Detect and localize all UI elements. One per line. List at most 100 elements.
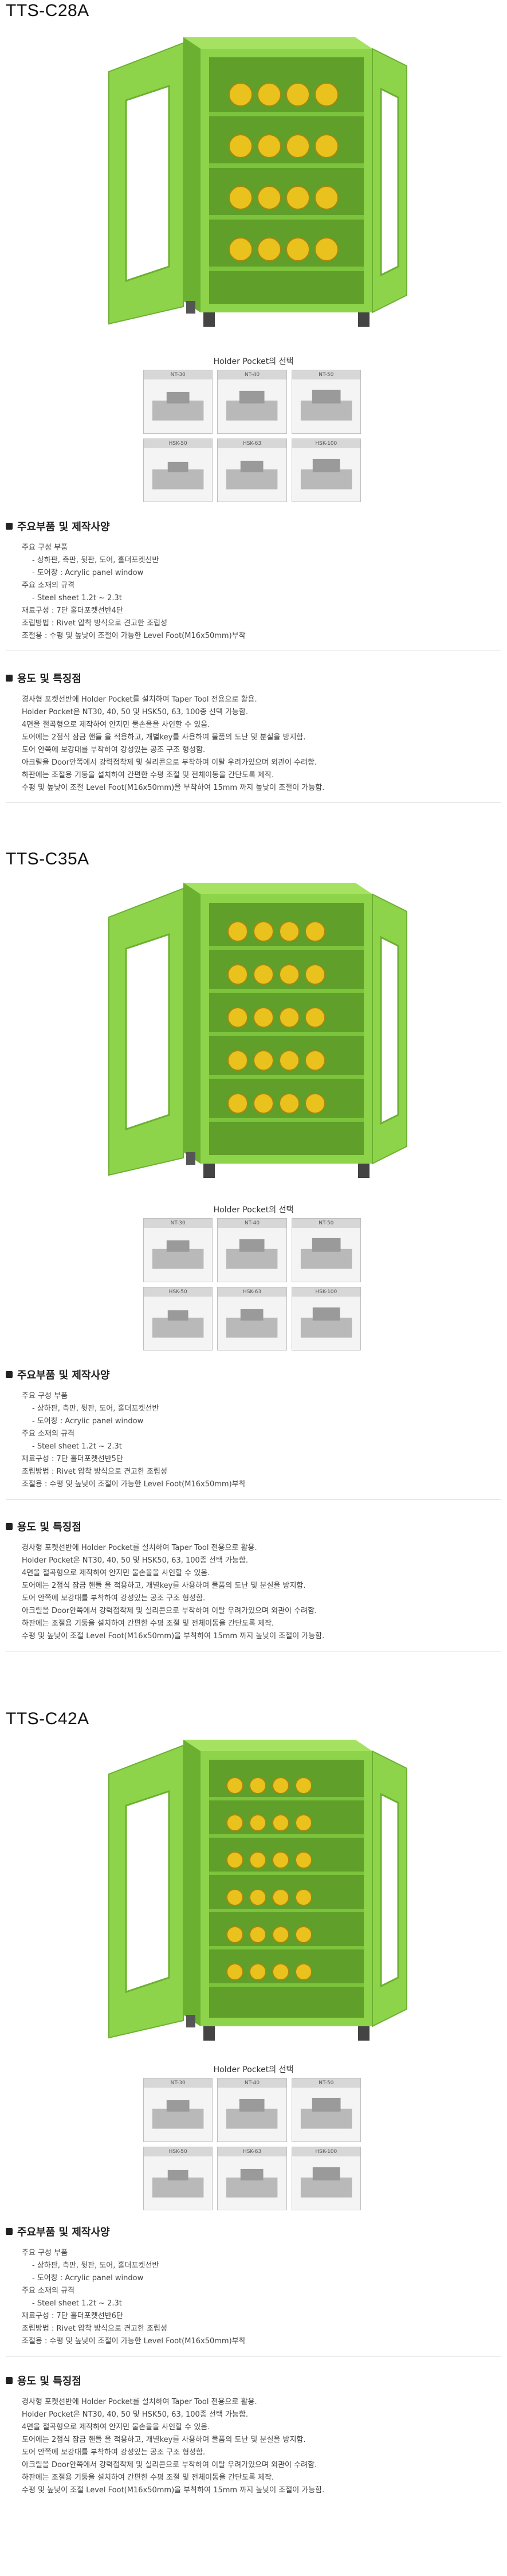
feature-line: Holder Pocket은 NT30, 40, 50 및 HSK50, 63,… [22, 708, 248, 717]
spec-line: 조절용 : 수평 및 높낮이 조절이 가능한 Level Foot(M16x50… [22, 2337, 246, 2346]
section-title: 주요부품 및 제작사양 [17, 2226, 110, 2238]
cabinet-image [108, 883, 407, 1178]
holder-option: HSK-50 [143, 1286, 213, 1350]
tool-holders [226, 1777, 312, 1980]
spec-line: - Steel sheet 1.2t ~ 2.3t [32, 1442, 122, 1451]
feature-line: 4면을 절곡형으로 제작하여 안지민 물손율을 사인할 수 있음. [22, 1569, 210, 1577]
feature-line: 경사형 포켓선반에 Holder Pocket를 설치하여 Taper Tool… [22, 695, 257, 704]
tool-holders [229, 83, 339, 261]
spec-line: - 도어창 : Acrylic panel window [32, 1417, 144, 1426]
feature-line: Holder Pocket은 NT30, 40, 50 및 HSK50, 63,… [22, 1556, 248, 1565]
spec-line: 주요 구성 부품 [22, 543, 68, 552]
section-title: 주요부품 및 제작사양 [17, 1369, 110, 1381]
section-title: 용도 및 특징점 [17, 1521, 81, 1533]
feature-line: 수평 및 높낮이 조절 Level Foot(M16x50mm)을 부착하여 1… [22, 784, 325, 792]
feature-line: 경사형 포켓선반에 Holder Pocket를 설치하여 Taper Tool… [22, 1544, 257, 1552]
holder-option: HSK-50 [143, 438, 213, 502]
spec-line: - Steel sheet 1.2t ~ 2.3t [32, 594, 122, 602]
holder-option: HSK-100 [291, 2146, 361, 2210]
feature-line: 수평 및 높낮이 조절 Level Foot(M16x50mm)을 부착하여 1… [22, 1632, 325, 1641]
spec-line: - 도어창 : Acrylic panel window [32, 2274, 144, 2283]
holder-option: NT-30 [143, 1218, 213, 1282]
model-title: TTS-C35A [6, 849, 89, 868]
spec-line: 조립방법 : Rivet 압착 방식으로 견고한 조립성 [22, 1467, 167, 1476]
holder-shelves [209, 1797, 364, 1987]
specs-section: 주요부품 및 제작사양 주요 구성 부품 - 상하판, 측판, 뒷판, 도어, … [6, 2224, 501, 2356]
divider [6, 1499, 501, 1500]
feature-line: 경사형 포켓선반에 Holder Pocket를 설치하여 Taper Tool… [22, 2398, 257, 2406]
feature-line: 도어에는 2점식 잠금 핸들 을 적용하고, 개별key를 사용하여 물품의 도… [22, 2436, 306, 2444]
bullet-icon [6, 2228, 13, 2235]
bullet-icon [6, 675, 13, 682]
holder-option: HSK-100 [291, 1286, 361, 1350]
spec-line: 재료구성 : 7단 홀더포켓선반4단 [22, 606, 123, 615]
holder-shelves [209, 112, 364, 271]
feature-line: 4면을 절곡형으로 제작하여 안지민 물손율을 사인할 수 있음. [22, 2423, 210, 2432]
spec-line: 재료구성 : 7단 홀더포켓선반5단 [22, 1455, 123, 1463]
holder-pocket-grid: NT-30 NT-40 NT-50 HSK-50 HSK-63 HSK-100 [143, 2078, 361, 2210]
feature-line: 하판에는 조절용 기둥을 설치하여 간편한 수평 조절 및 전체이동을 간단도록… [22, 2473, 274, 2482]
holder-pocket-grid: NT-30 NT-40 NT-50 HSK-50 HSK-63 HSK-100 [143, 1218, 361, 1350]
holder-pocket-title: Holder Pocket의 선택 [213, 357, 294, 366]
bullet-icon [6, 2377, 13, 2384]
holder-shelves [209, 946, 364, 1122]
bullet-icon [6, 523, 13, 530]
specs-section: 주요부품 및 제작사양 주요 구성 부품 - 상하판, 측판, 뒷판, 도어, … [6, 519, 501, 651]
holder-option: NT-50 [291, 2078, 361, 2142]
holder-option: NT-40 [217, 1218, 287, 1282]
spec-line: 재료구성 : 7단 홀더포켓선반6단 [22, 2312, 123, 2320]
feature-line: 도어 안쪽에 보강대를 부착하여 강성있는 공조 구조 형성함. [22, 2448, 206, 2457]
feature-line: 4면을 절곡형으로 제작하여 안지민 물손율을 사인할 수 있음. [22, 721, 210, 729]
tool-holders [227, 921, 325, 1114]
holder-option: NT-50 [291, 1218, 361, 1282]
bullet-icon [6, 1523, 13, 1530]
holder-option: HSK-63 [217, 1286, 287, 1350]
features-section: 용도 및 특징점 경사형 포켓선반에 Holder Pocket를 설치하여 T… [6, 1519, 501, 1651]
features-section: 용도 및 특징점 경사형 포켓선반에 Holder Pocket를 설치하여 T… [6, 671, 501, 803]
divider [6, 802, 501, 803]
holder-pocket-title: Holder Pocket의 선택 [213, 2065, 294, 2074]
holder-pocket-grid: NT-30 NT-40 NT-50 HSK-50 HSK-63 HSK-100 [143, 370, 361, 502]
spec-line: - Steel sheet 1.2t ~ 2.3t [32, 2299, 122, 2308]
holder-option: NT-40 [217, 370, 287, 434]
spec-line: 주요 구성 부품 [22, 2249, 68, 2257]
feature-line: 도어에는 2점식 잠금 핸들 을 적용하고, 개별key를 사용하여 물품의 도… [22, 733, 306, 742]
spec-line: 조립방법 : Rivet 압착 방식으로 견고한 조립성 [22, 619, 167, 628]
holder-option: NT-30 [143, 2078, 213, 2142]
holder-option: NT-50 [291, 370, 361, 434]
holder-option: HSK-100 [291, 438, 361, 502]
feature-line: 아크릴을 Door안쪽에서 강력접착제 및 실리콘으로 부착하여 이탈 우려가있… [22, 2461, 317, 2469]
spec-line: 조절용 : 수평 및 높낮이 조절이 가능한 Level Foot(M16x50… [22, 1480, 246, 1489]
spec-line: - 상하판, 측판, 뒷판, 도어, 홀더포켓선반 [32, 1404, 159, 1413]
spec-line: 주요 소재의 규격 [22, 581, 74, 590]
spec-line: 주요 구성 부품 [22, 1392, 68, 1400]
bullet-icon [6, 1371, 13, 1378]
holder-pocket-title: Holder Pocket의 선택 [213, 1205, 294, 1215]
features-section: 용도 및 특징점 경사형 포켓선반에 Holder Pocket를 설치하여 T… [6, 2373, 501, 2497]
section-title: 용도 및 특징점 [17, 673, 81, 685]
feature-line: 도어 안쪽에 보강대를 부착하여 강성있는 공조 구조 형성함. [22, 1594, 206, 1603]
spec-line: 주요 소재의 규격 [22, 1430, 74, 1438]
spec-line: - 도어창 : Acrylic panel window [32, 569, 144, 577]
feature-line: 아크릴을 Door안쪽에서 강력접착제 및 실리콘으로 부착하여 이탈 우려가있… [22, 1607, 317, 1615]
spec-line: 조립방법 : Rivet 압착 방식으로 견고한 조립성 [22, 2324, 167, 2333]
holder-option: HSK-63 [217, 438, 287, 502]
feature-line: 도어에는 2점식 잠금 핸들 을 적용하고, 개별key를 사용하여 물품의 도… [22, 1581, 306, 1590]
feature-line: 하판에는 조절용 기둥을 설치하여 간편한 수평 조절 및 전체이동을 간단도록… [22, 771, 274, 780]
model-title: TTS-C28A [6, 1, 89, 20]
model-title: TTS-C42A [6, 1709, 89, 1728]
specs-section: 주요부품 및 제작사양 주요 구성 부품 - 상하판, 측판, 뒷판, 도어, … [6, 1367, 501, 1500]
feature-line: 도어 안쪽에 보강대를 부착하여 강성있는 공조 구조 형성함. [22, 746, 206, 754]
cabinet-image [108, 37, 407, 327]
section-title: 주요부품 및 제작사양 [17, 521, 110, 533]
feature-line: Holder Pocket은 NT30, 40, 50 및 HSK50, 63,… [22, 2410, 248, 2419]
feature-line: 수평 및 높낮이 조절 Level Foot(M16x50mm)을 부착하여 1… [22, 2486, 325, 2495]
spec-line: 주요 소재의 규격 [22, 2287, 74, 2295]
cabinet-image [108, 1740, 407, 2041]
holder-option: HSK-50 [143, 2146, 213, 2210]
holder-option: NT-40 [217, 2078, 287, 2142]
holder-option: HSK-63 [217, 2146, 287, 2210]
section-title: 용도 및 특징점 [17, 2375, 81, 2387]
spec-line: - 상하판, 측판, 뒷판, 도어, 홀더포켓선반 [32, 2261, 159, 2270]
